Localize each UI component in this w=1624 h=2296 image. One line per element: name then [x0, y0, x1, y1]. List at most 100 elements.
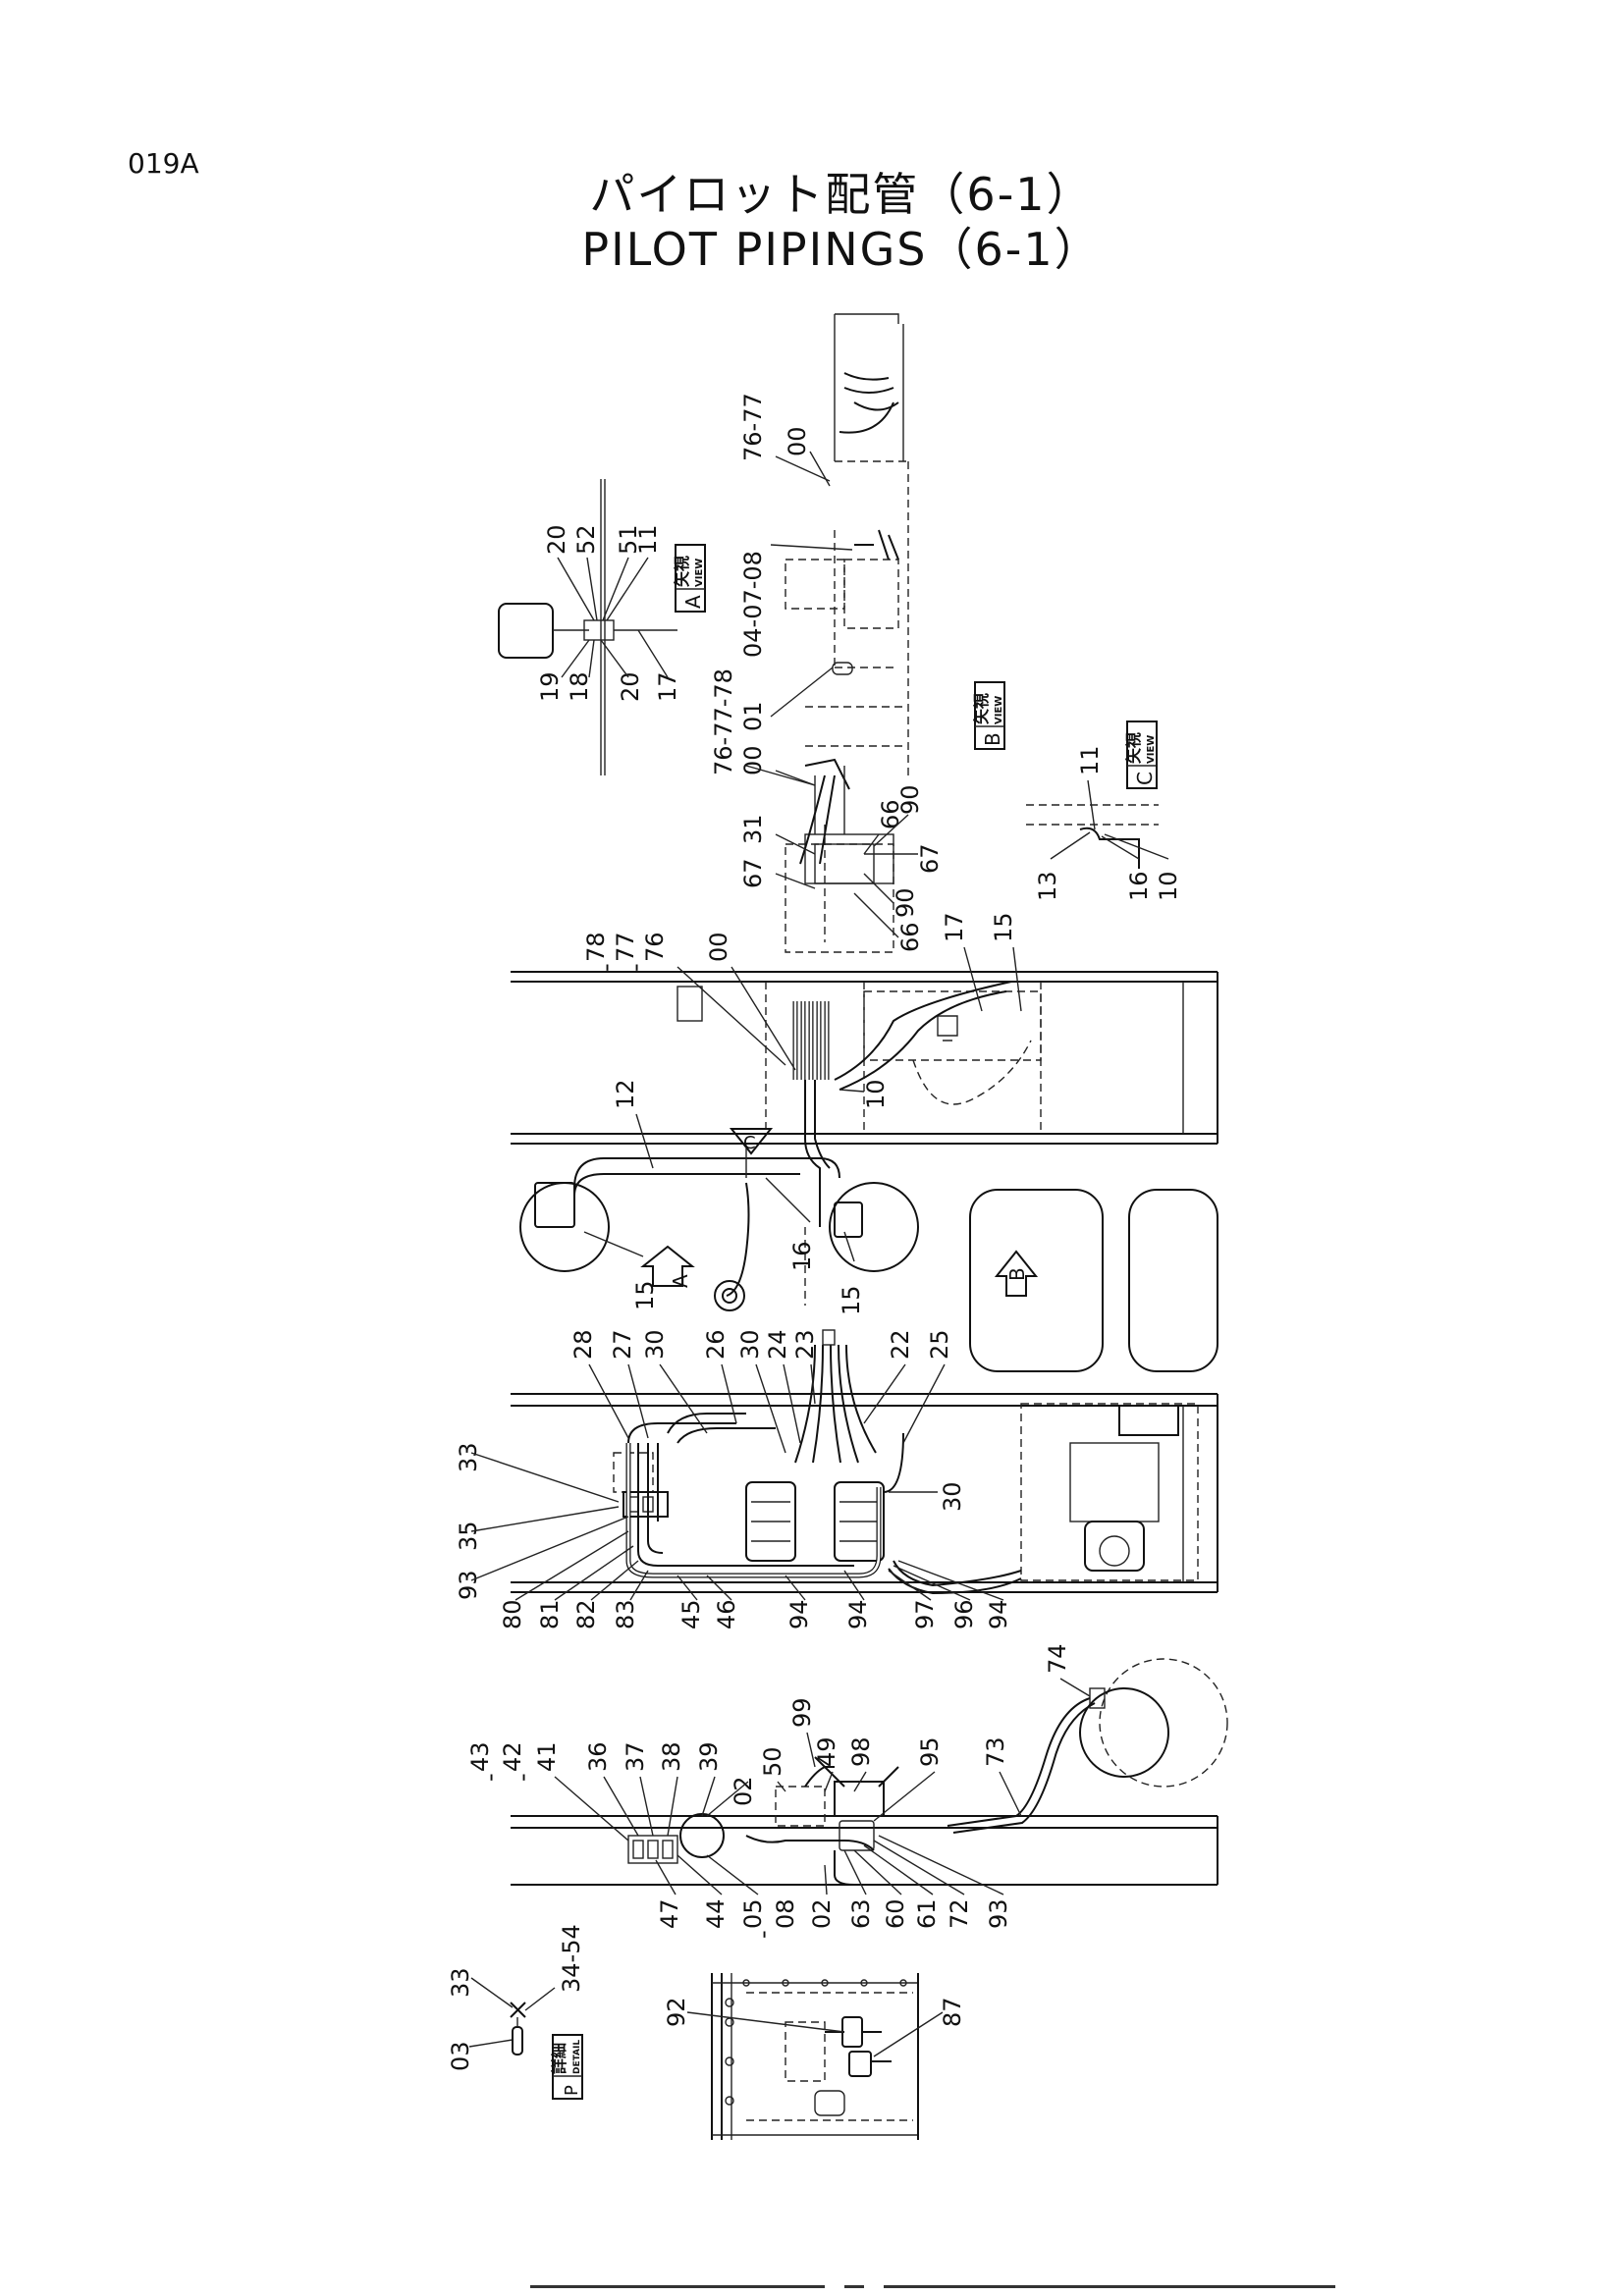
title-japanese: パイロット配管（6-1） [589, 168, 1094, 221]
callout-97: 97 [911, 1599, 939, 1629]
callout-51: 51 [615, 524, 642, 555]
callout-30: 30 [939, 1481, 966, 1512]
callout-12: 12 [612, 1079, 639, 1109]
callout-44: 44 [702, 1898, 730, 1929]
callout-63: 63 [847, 1898, 875, 1929]
callout-98: 98 [847, 1736, 875, 1767]
callout-50: 50 [759, 1746, 786, 1777]
callout-96: 96 [950, 1599, 978, 1629]
callout-93: 93 [985, 1898, 1012, 1929]
callout-30: 30 [641, 1329, 669, 1360]
callout-31: 31 [739, 814, 767, 844]
callout-39: 39 [695, 1741, 723, 1772]
callout-92: 92 [663, 1997, 690, 2027]
lower-frame-callouts: 43 - 42 - 41 36 37 38 39 02 50 99 49 98 … [466, 1643, 1071, 1939]
callout-25: 25 [926, 1329, 953, 1360]
detail-p-tag: 詳細 DETAIL P [550, 2034, 583, 2100]
callout-94: 94 [785, 1599, 813, 1629]
callout-90: 90 [892, 887, 919, 918]
callout-42: 42 [499, 1741, 526, 1772]
lower-frame-leaders [554, 1678, 1091, 1896]
callout-17: 17 [941, 912, 968, 942]
callout-16: 16 [788, 1241, 816, 1271]
callout-38: 38 [658, 1741, 685, 1772]
detail-p: 33 34-54 03 [447, 1924, 585, 2071]
lower-swing-section [627, 1658, 1228, 1886]
callout-76-77-78: 76-77-78 [710, 668, 737, 775]
arrow-marker-b: B [1005, 1267, 1029, 1281]
middle-frame-leaders [470, 1363, 1004, 1601]
view-b-callouts: 76-77 00 04-07-08 01 76-77-78 00 31 67 6… [710, 393, 944, 952]
callout-dash: - [592, 963, 620, 972]
svg-text:VIEW: VIEW [1146, 735, 1157, 764]
middle-valve-section [613, 1329, 1199, 1595]
callout-00: 00 [705, 932, 732, 962]
callout-94: 94 [844, 1599, 872, 1629]
callout-36: 36 [584, 1741, 612, 1772]
svg-text:P: P [562, 2085, 582, 2096]
view-a-tag: 矢視 VIEW A [673, 544, 706, 613]
callout-77: 77 [612, 932, 639, 962]
callout-05: 05 [739, 1898, 767, 1929]
callout-45: 45 [677, 1599, 705, 1629]
callout-24: 24 [764, 1329, 791, 1360]
svg-text:C: C [1133, 772, 1157, 785]
svg-text:矢視: 矢視 [1124, 732, 1143, 764]
title-english: PILOT PIPINGS（6-1） [581, 223, 1102, 276]
callout-16: 16 [1125, 871, 1153, 901]
svg-text:B: B [981, 732, 1004, 746]
callout-67: 67 [739, 858, 767, 888]
callout-90: 90 [896, 784, 924, 815]
callout-81: 81 [536, 1599, 564, 1629]
callout-33: 33 [447, 1967, 474, 1998]
callout-76: 76 [641, 932, 669, 962]
callout-74: 74 [1044, 1643, 1071, 1674]
callout-95: 95 [916, 1736, 944, 1767]
callout-dash: - [476, 1773, 504, 1782]
svg-text:A: A [681, 595, 705, 609]
callout-76-77: 76-77 [739, 393, 767, 461]
callout-11: 11 [1076, 745, 1104, 775]
callout-15: 15 [631, 1280, 659, 1310]
callout-23: 23 [791, 1329, 819, 1360]
page-code: 019A [128, 147, 199, 180]
callout-66: 66 [877, 799, 904, 829]
view-b-leaders [745, 451, 918, 938]
footer-rule [530, 2285, 825, 2288]
svg-text:矢視: 矢視 [972, 693, 991, 724]
upper-frame-callouts: 78 - 77 - 76 00 17 15 10 12 15 16 15 [582, 912, 1017, 1315]
callout-20: 20 [617, 671, 644, 702]
callout-00: 00 [784, 426, 811, 456]
svg-text:矢視: 矢視 [673, 556, 691, 587]
callout-93: 93 [455, 1570, 482, 1600]
callout-28: 28 [569, 1329, 597, 1360]
callout-73: 73 [982, 1736, 1009, 1767]
svg-text:詳細: 詳細 [550, 2043, 568, 2074]
view-c-tag: 矢視 VIEW C [1124, 721, 1158, 789]
bottom-detail: 92 87 [663, 1973, 966, 2140]
callout-26: 26 [702, 1329, 730, 1360]
callout-78: 78 [582, 932, 610, 962]
callout-82: 82 [572, 1599, 600, 1629]
callout-47: 47 [656, 1898, 683, 1929]
callout-67: 67 [916, 843, 944, 874]
callout-41: 41 [533, 1741, 561, 1772]
footer-rule [884, 2285, 1335, 2288]
callout-22: 22 [887, 1329, 914, 1360]
callout-04-07-08: 04-07-08 [739, 551, 767, 658]
callout-80: 80 [499, 1599, 526, 1629]
callout-19: 19 [536, 671, 564, 702]
view-b-detail: 76-77 00 04-07-08 01 76-77-78 00 31 67 6… [710, 313, 944, 953]
callout-46: 46 [713, 1599, 740, 1629]
callout-60: 60 [882, 1898, 909, 1929]
svg-text:DETAIL: DETAIL [572, 2040, 582, 2074]
callout-01: 01 [739, 701, 767, 731]
callout-37: 37 [622, 1741, 649, 1772]
upper-frame-leaders [583, 946, 1022, 1262]
callout-83: 83 [612, 1599, 639, 1629]
callout-10: 10 [1155, 871, 1182, 901]
callout-18: 18 [566, 671, 593, 702]
callout-03: 03 [447, 2041, 474, 2071]
callout-15: 15 [838, 1285, 865, 1315]
